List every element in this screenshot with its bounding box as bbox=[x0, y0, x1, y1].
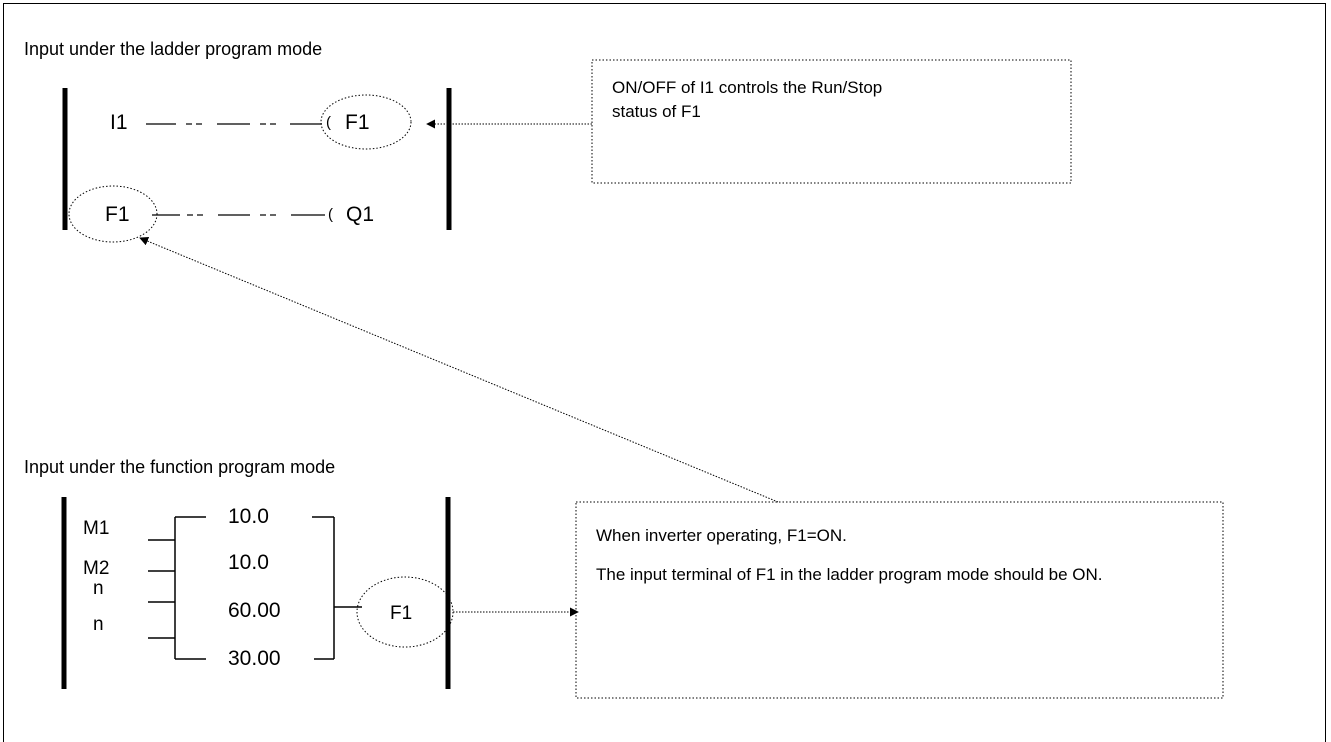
function-callout-line2: The input terminal of F1 in the ladder p… bbox=[596, 565, 1103, 584]
rung2-contact-label: F1 bbox=[105, 203, 130, 226]
ellipse-ladder-f1-coil bbox=[320, 94, 412, 150]
ladder-section-heading: Input under the ladder program mode bbox=[24, 39, 323, 59]
function-input-label: M1 bbox=[83, 518, 110, 539]
rung2-coil-bracket: ( bbox=[328, 206, 333, 223]
function-output-bracket bbox=[312, 516, 362, 660]
function-input-bracket bbox=[148, 516, 206, 660]
function-param-value: 30.00 bbox=[228, 647, 281, 670]
function-input-label: n bbox=[93, 578, 104, 599]
function-section-heading: Input under the function program mode bbox=[24, 457, 336, 477]
rung1-coil-bracket: ( bbox=[326, 114, 331, 131]
rung2-coil-label: Q1 bbox=[346, 203, 375, 226]
rung1-contact-label: I1 bbox=[110, 111, 128, 134]
function-param-value: 10.0 bbox=[228, 551, 269, 574]
function-param-value: 10.0 bbox=[228, 505, 269, 528]
ellipse-ladder-f1-contact bbox=[68, 185, 158, 243]
diagram-frame bbox=[3, 3, 1326, 742]
rung1-coil-label: F1 bbox=[345, 111, 370, 134]
ladder-callout-text: ON/OFF of I1 controls the Run/Stop statu… bbox=[612, 78, 883, 121]
function-param-value: 60.00 bbox=[228, 599, 281, 622]
callout-box-ladder bbox=[591, 59, 1072, 184]
function-output-label: F1 bbox=[390, 603, 413, 624]
callout-box-function bbox=[575, 501, 1224, 699]
function-input-label: n bbox=[93, 614, 104, 635]
function-callout-line1: When inverter operating, F1=ON. bbox=[596, 526, 847, 545]
function-input-label: M2 bbox=[83, 558, 110, 579]
arrow-function-callout-to-contact bbox=[139, 236, 779, 503]
